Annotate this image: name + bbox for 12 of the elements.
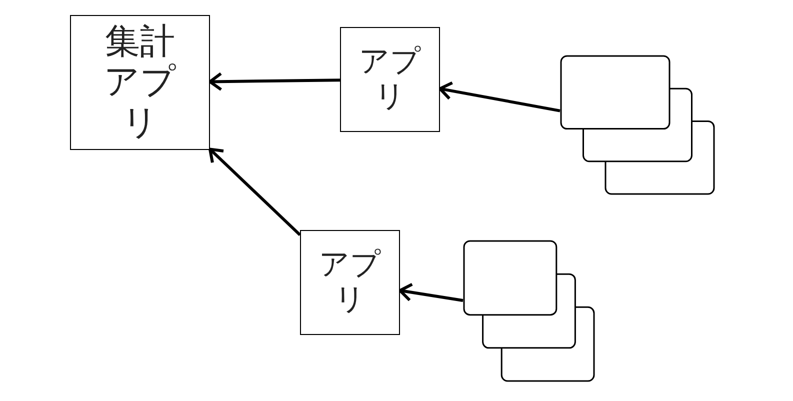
app-box xyxy=(300,230,400,335)
arrow xyxy=(208,72,340,92)
document-stack xyxy=(463,240,595,382)
box-label: アプリ xyxy=(358,45,422,114)
app-box xyxy=(340,27,440,132)
box-label: 集計アプリ xyxy=(103,22,177,143)
app-box xyxy=(70,15,210,150)
arrow xyxy=(398,282,464,302)
arrow xyxy=(438,81,560,112)
box-label: アプリ xyxy=(318,248,382,317)
document-stack xyxy=(560,55,715,195)
arrow xyxy=(208,148,302,236)
